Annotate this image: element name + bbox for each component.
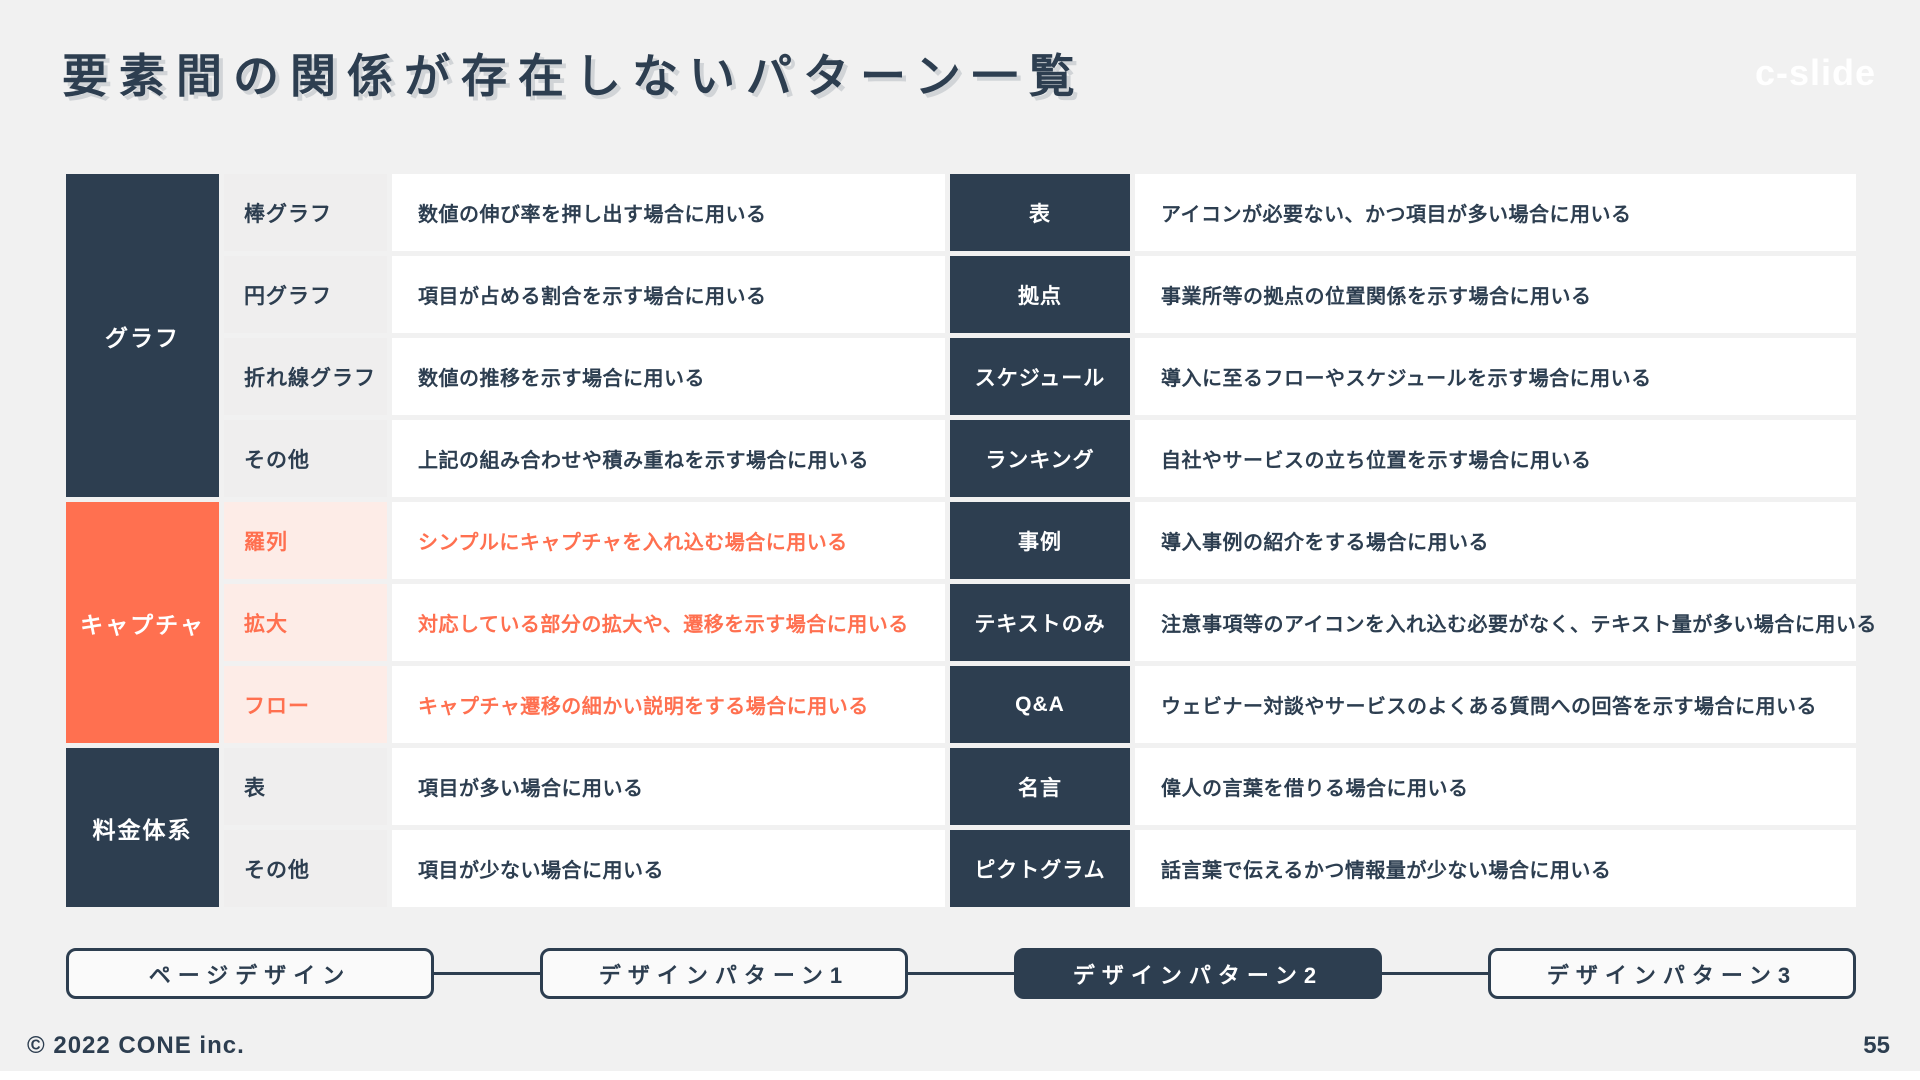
sub-label: 棒グラフ — [224, 174, 387, 251]
bottom-edge-strip — [0, 1071, 1920, 1080]
sub-label: その他 — [224, 830, 387, 907]
sub-label: その他 — [224, 420, 387, 497]
sub-label: 拡大 — [224, 584, 387, 661]
sub-label: 円グラフ — [224, 256, 387, 333]
nav-button-design-pattern-3[interactable]: デザインパターン3 — [1488, 948, 1856, 999]
right-category-cell: テキストのみ — [950, 584, 1130, 661]
description-cell: 対応している部分の拡大や、遷移を示す場合に用いる — [392, 584, 945, 661]
category-cell-graph: グラフ — [66, 174, 219, 497]
description-cell: 上記の組み合わせや積み重ねを示す場合に用いる — [392, 420, 945, 497]
description-cell: 数値の推移を示す場合に用いる — [392, 338, 945, 415]
copyright-text: © 2022 CONE inc. — [27, 1032, 245, 1059]
category-cell-capture: キャプチャ — [66, 502, 219, 743]
description-cell: 項目が少ない場合に用いる — [392, 830, 945, 907]
c-slide-logo: c-slide — [1754, 52, 1876, 93]
right-category-cell: ピクトグラム — [950, 830, 1130, 907]
description-cell: 偉人の言葉を借りる場合に用いる — [1135, 748, 1856, 825]
design-step-nav: ページデザイン デザインパターン1 デザインパターン2 デザインパターン3 — [66, 948, 1856, 999]
nav-button-page-design[interactable]: ページデザイン — [66, 948, 434, 999]
sub-label: 折れ線グラフ — [224, 338, 387, 415]
right-category-cell: 名言 — [950, 748, 1130, 825]
description-cell: 話言葉で伝えるかつ情報量が少ない場合に用いる — [1135, 830, 1856, 907]
right-category-cell: 拠点 — [950, 256, 1130, 333]
right-category-cell: Q&A — [950, 666, 1130, 743]
category-cell-pricing: 料金体系 — [66, 748, 219, 907]
description-cell: アイコンが必要ない、かつ項目が多い場合に用いる — [1135, 174, 1856, 251]
right-category-cell: 表 — [950, 174, 1130, 251]
description-cell: 自社やサービスの立ち位置を示す場合に用いる — [1135, 420, 1856, 497]
right-category-cell: ランキング — [950, 420, 1130, 497]
description-cell: ウェビナー対談やサービスのよくある質問への回答を示す場合に用いる — [1135, 666, 1856, 743]
description-cell: 項目が占める割合を示す場合に用いる — [392, 256, 945, 333]
page-number: 55 — [1863, 1032, 1890, 1059]
description-cell: シンプルにキャプチャを入れ込む場合に用いる — [392, 502, 945, 579]
nav-button-design-pattern-1[interactable]: デザインパターン1 — [540, 948, 908, 999]
nav-button-design-pattern-2[interactable]: デザインパターン2 — [1014, 948, 1382, 999]
sub-label: 表 — [224, 748, 387, 825]
description-cell: キャプチャ遷移の細かい説明をする場合に用いる — [392, 666, 945, 743]
description-cell: 数値の伸び率を押し出す場合に用いる — [392, 174, 945, 251]
description-cell: 導入事例の紹介をする場合に用いる — [1135, 502, 1856, 579]
sub-label: 羅列 — [224, 502, 387, 579]
nav-connector — [1382, 972, 1488, 975]
description-cell: 項目が多い場合に用いる — [392, 748, 945, 825]
description-cell: 注意事項等のアイコンを入れ込む必要がなく、テキスト量が多い場合に用いる — [1135, 584, 1876, 661]
page-title: 要素間の関係が存在しないパターン一覧 — [62, 50, 1086, 102]
nav-connector — [908, 972, 1014, 975]
nav-connector — [434, 972, 540, 975]
sub-label: フロー — [224, 666, 387, 743]
right-category-cell: 事例 — [950, 502, 1130, 579]
right-category-cell: スケジュール — [950, 338, 1130, 415]
description-cell: 事業所等の拠点の位置関係を示す場合に用いる — [1135, 256, 1856, 333]
pattern-table: グラフ キャプチャ 料金体系 棒グラフ 円グラフ 折れ線グラフ その他 羅列 拡… — [66, 174, 1876, 907]
description-cell: 導入に至るフローやスケジュールを示す場合に用いる — [1135, 338, 1856, 415]
